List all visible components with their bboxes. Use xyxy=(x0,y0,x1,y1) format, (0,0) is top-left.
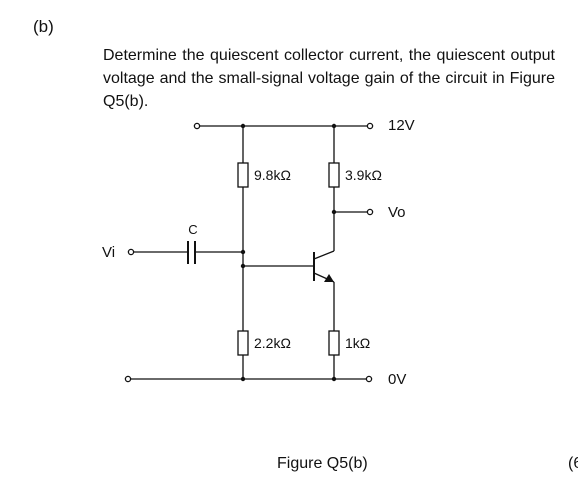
junction-dot xyxy=(331,123,337,129)
output-label: Vo xyxy=(388,204,406,221)
junction-dot xyxy=(240,123,246,129)
junction-dot xyxy=(240,263,246,269)
input-label: Vi xyxy=(102,244,115,261)
figure-caption: Figure Q5(b) xyxy=(277,455,368,472)
resistor-r2 xyxy=(237,330,249,356)
resistor-rc xyxy=(328,162,340,188)
ground-terminal xyxy=(365,375,373,383)
resistor-re xyxy=(328,330,340,356)
transistor-collector xyxy=(313,250,335,260)
supply-left-terminal xyxy=(193,122,201,130)
emitter-arrow xyxy=(324,274,334,282)
junction-dot xyxy=(240,249,246,255)
supply-terminal xyxy=(366,122,374,130)
marks-fragment: (6 xyxy=(568,455,578,472)
output-terminal xyxy=(366,208,374,216)
supply-label: 12V xyxy=(388,117,415,134)
r1-label: 9.8kΩ xyxy=(254,167,291,183)
r2-label: 2.2kΩ xyxy=(254,335,291,351)
junction-dot xyxy=(331,209,337,215)
ground-left-terminal xyxy=(124,375,132,383)
resistor-r1 xyxy=(237,162,249,188)
question-text: Determine the quiescent collector curren… xyxy=(103,47,555,110)
junction-dot xyxy=(331,376,337,382)
part-label: (b) xyxy=(33,17,54,36)
input-terminal xyxy=(127,248,135,256)
junction-dot xyxy=(240,376,246,382)
capacitor-label: C xyxy=(188,222,197,237)
rc-label: 3.9kΩ xyxy=(345,167,382,183)
ground-label: 0V xyxy=(388,371,406,388)
re-label: 1kΩ xyxy=(345,335,370,351)
